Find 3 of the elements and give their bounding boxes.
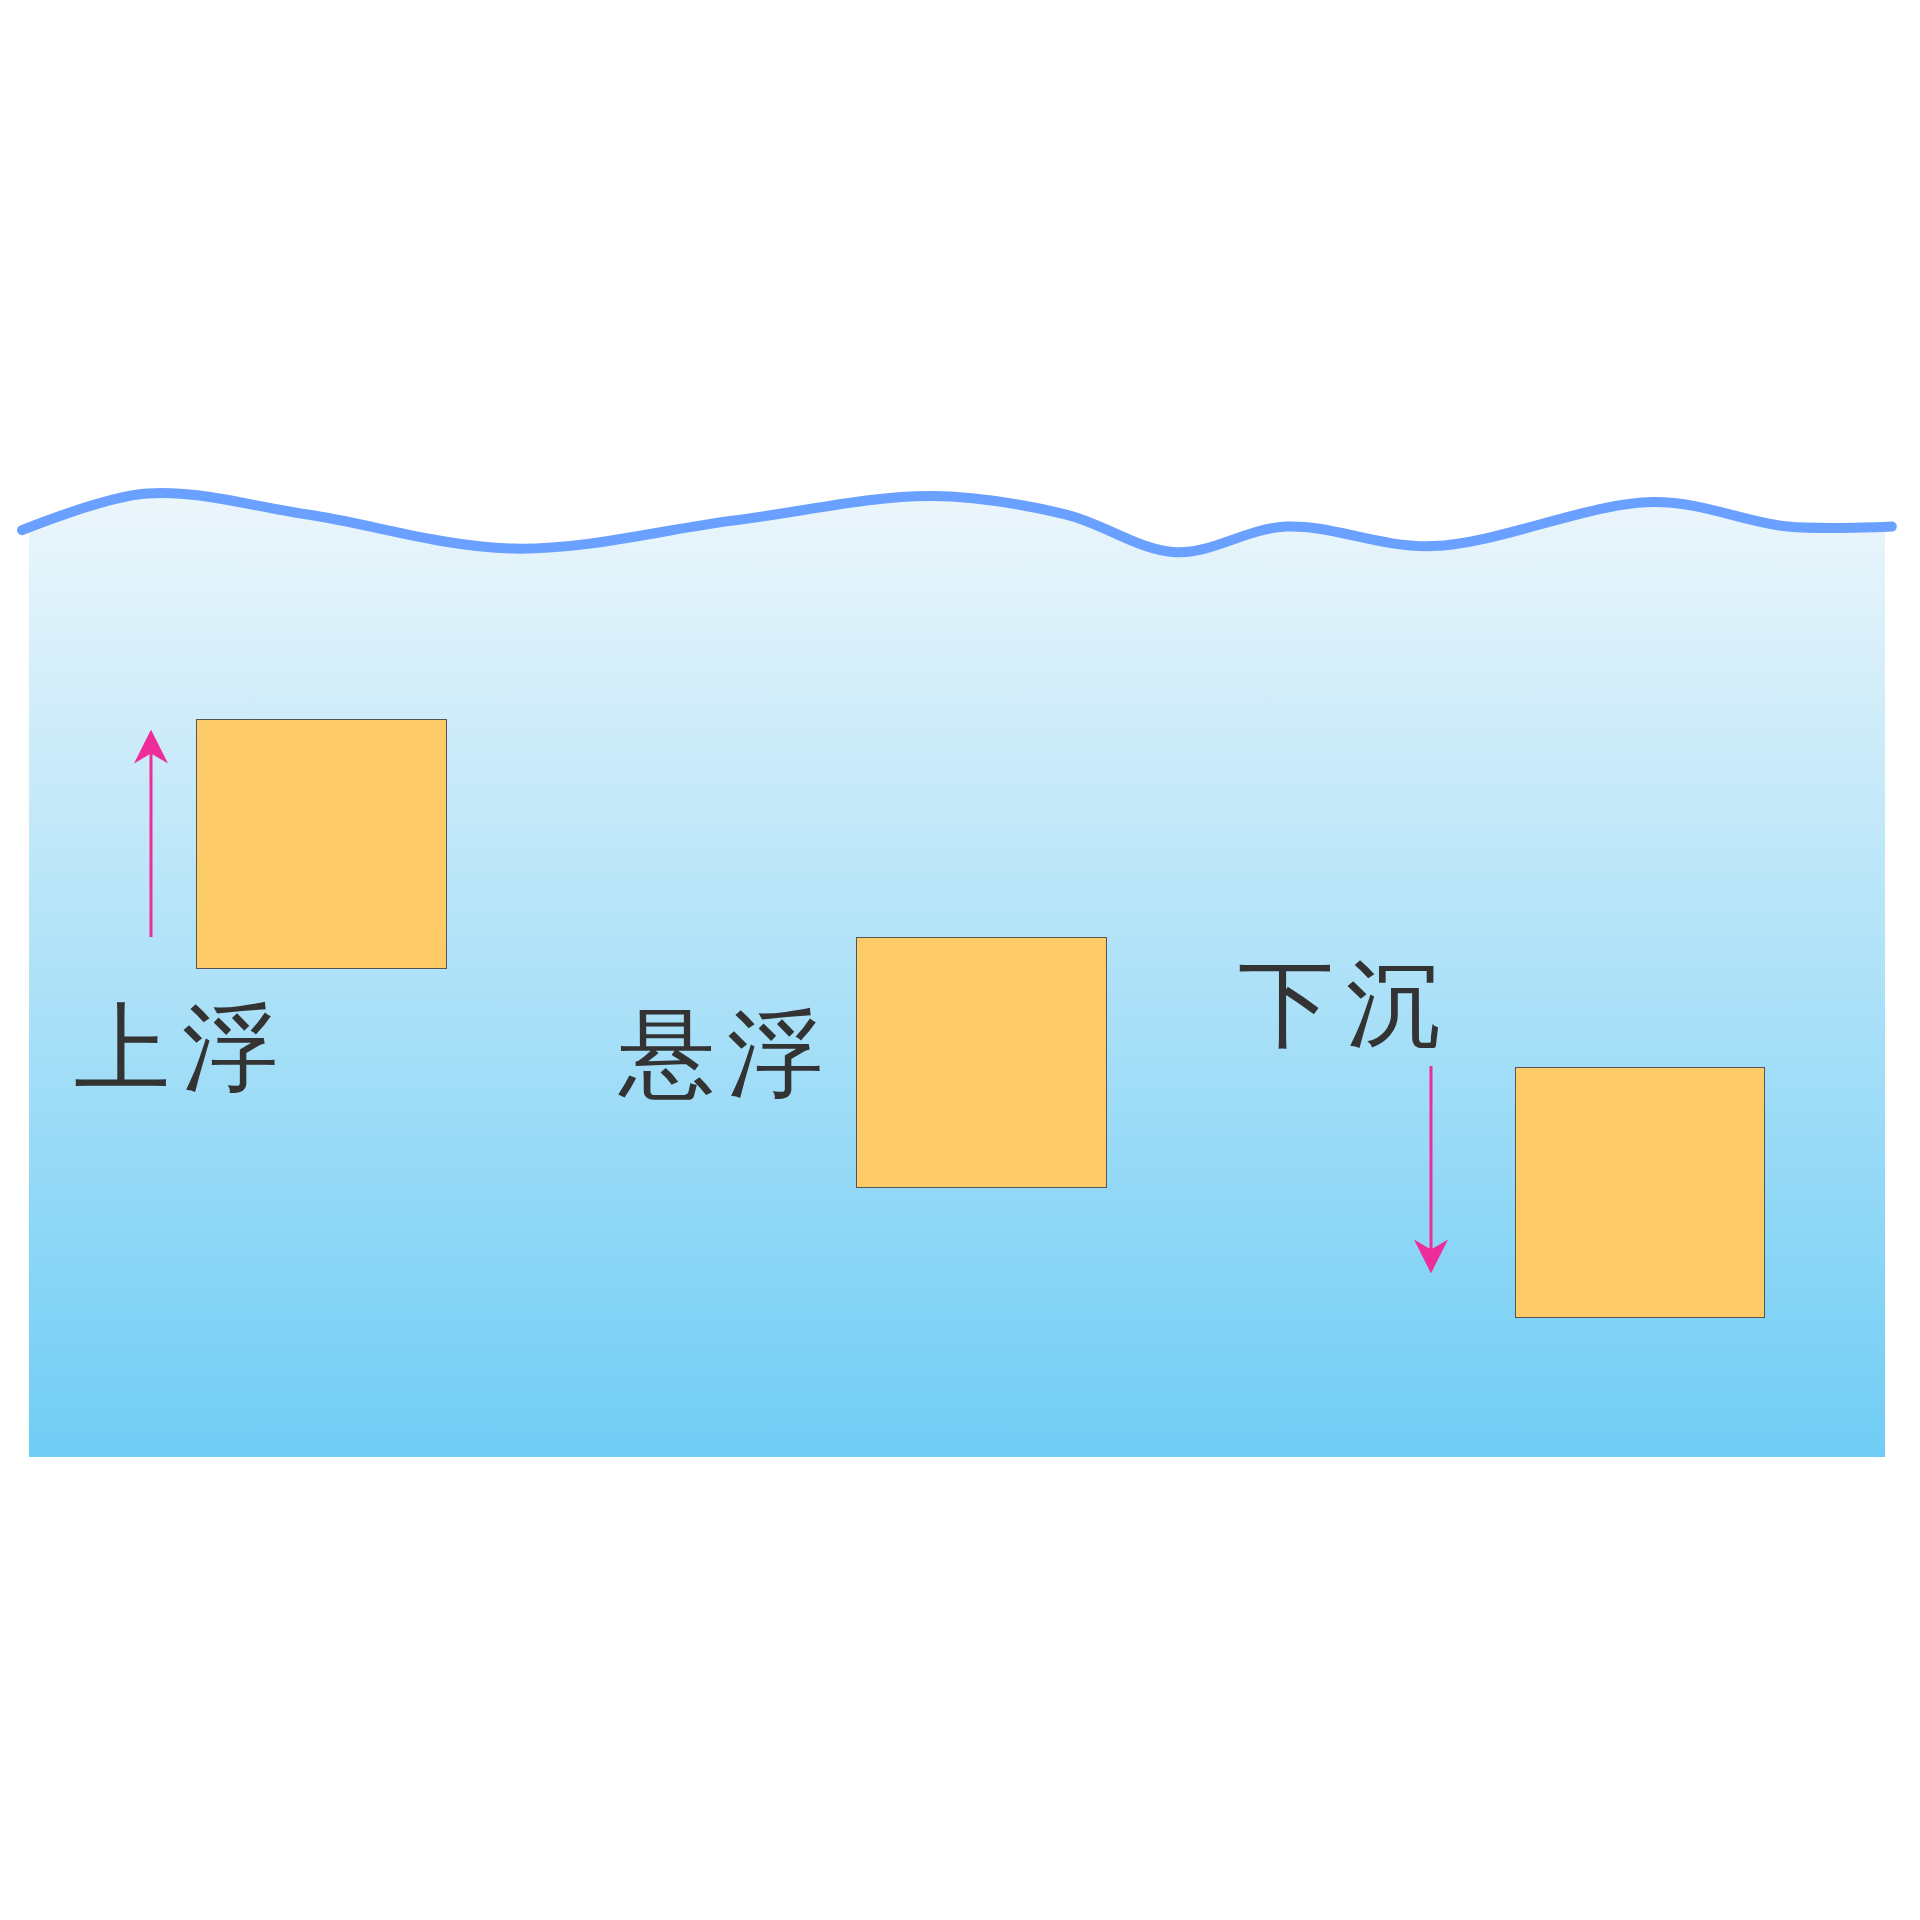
state-label: 悬浮	[619, 1006, 835, 1102]
state-label: 下沉	[1238, 956, 1454, 1052]
state-label: 上浮	[74, 1000, 290, 1096]
